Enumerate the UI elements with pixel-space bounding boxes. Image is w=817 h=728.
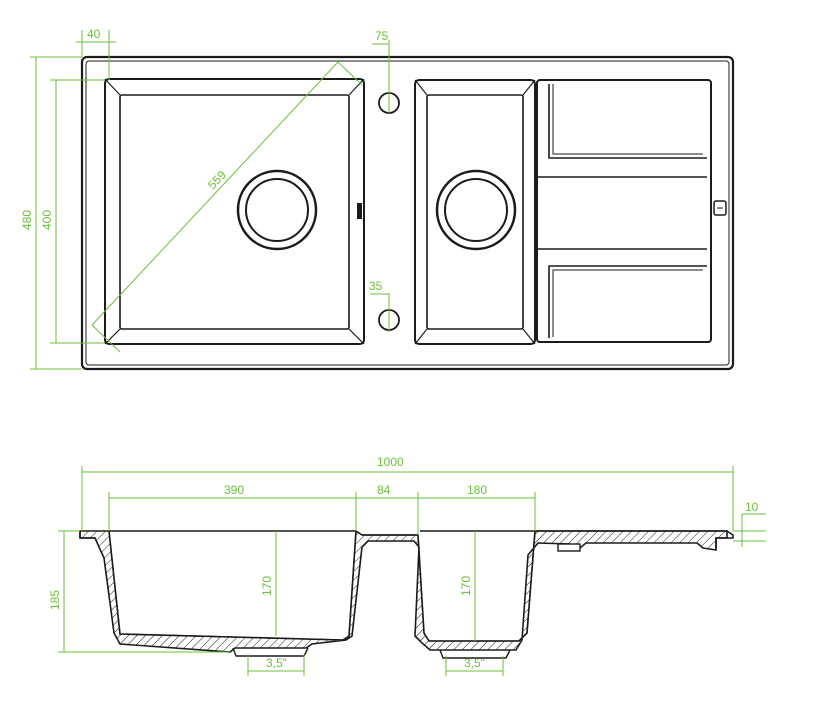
label-main-bowl-height: 170 bbox=[260, 576, 274, 596]
main-drain-outlet bbox=[232, 647, 309, 657]
label-bowl-diagonal: 559 bbox=[205, 168, 229, 192]
dimension-bowl-depth: 400 bbox=[40, 79, 105, 344]
main-drain-icon bbox=[236, 169, 318, 251]
label-bottom-hole-offset: 35 bbox=[369, 279, 383, 293]
dimension-top-hole-offset: 75 bbox=[372, 29, 390, 113]
label-second-bowl-width: 180 bbox=[467, 483, 487, 497]
dimension-bowl-diagonal: 559 bbox=[91, 61, 363, 353]
dimension-overall-depth: 480 bbox=[20, 56, 82, 370]
dimension-main-drain: 3,5" bbox=[247, 654, 305, 676]
section-main-bowl bbox=[79, 529, 728, 653]
label-bridge-width: 84 bbox=[377, 483, 391, 497]
label-second-drain: 3,5" bbox=[464, 656, 485, 670]
dimension-second-drain: 3,5" bbox=[445, 656, 504, 676]
label-overall-length: 1000 bbox=[377, 455, 404, 469]
sink-inner-outline bbox=[85, 60, 730, 366]
section-view: 1000 390 84 180 10 185 bbox=[48, 455, 766, 676]
dimension-overall-length: 1000 bbox=[81, 455, 734, 531]
dimension-rim-thickness: 10 bbox=[733, 500, 766, 547]
dimension-bowl-widths: 390 84 180 bbox=[108, 483, 536, 535]
label-rim-thickness: 10 bbox=[745, 500, 759, 514]
top-view: 40 480 400 559 75 bbox=[20, 27, 735, 371]
label-main-bowl-width: 390 bbox=[224, 483, 244, 497]
dimension-flange-offset: 40 bbox=[76, 27, 116, 80]
label-main-drain: 3,5" bbox=[266, 656, 287, 670]
label-second-bowl-height: 170 bbox=[459, 576, 473, 596]
dimension-bottom-hole-offset: 35 bbox=[369, 279, 390, 332]
label-overall-depth: 480 bbox=[20, 210, 34, 230]
label-bowl-depth: 400 bbox=[40, 210, 54, 230]
dimension-main-bowl-height: 170 bbox=[260, 531, 277, 636]
label-overall-height: 185 bbox=[48, 590, 62, 610]
dimension-second-bowl-height: 170 bbox=[459, 531, 476, 641]
sink-outer-outline bbox=[80, 55, 735, 371]
dimension-overall-height: 185 bbox=[48, 530, 230, 653]
overflow-slot bbox=[357, 203, 362, 219]
second-bowl bbox=[414, 79, 536, 345]
drainboard bbox=[536, 79, 727, 343]
drain-lever-section bbox=[557, 543, 581, 552]
label-flange-offset: 40 bbox=[87, 27, 101, 41]
second-drain-icon bbox=[435, 169, 517, 251]
main-bowl bbox=[104, 78, 365, 345]
second-drain-outlet bbox=[439, 649, 511, 659]
label-top-hole-offset: 75 bbox=[375, 29, 389, 43]
